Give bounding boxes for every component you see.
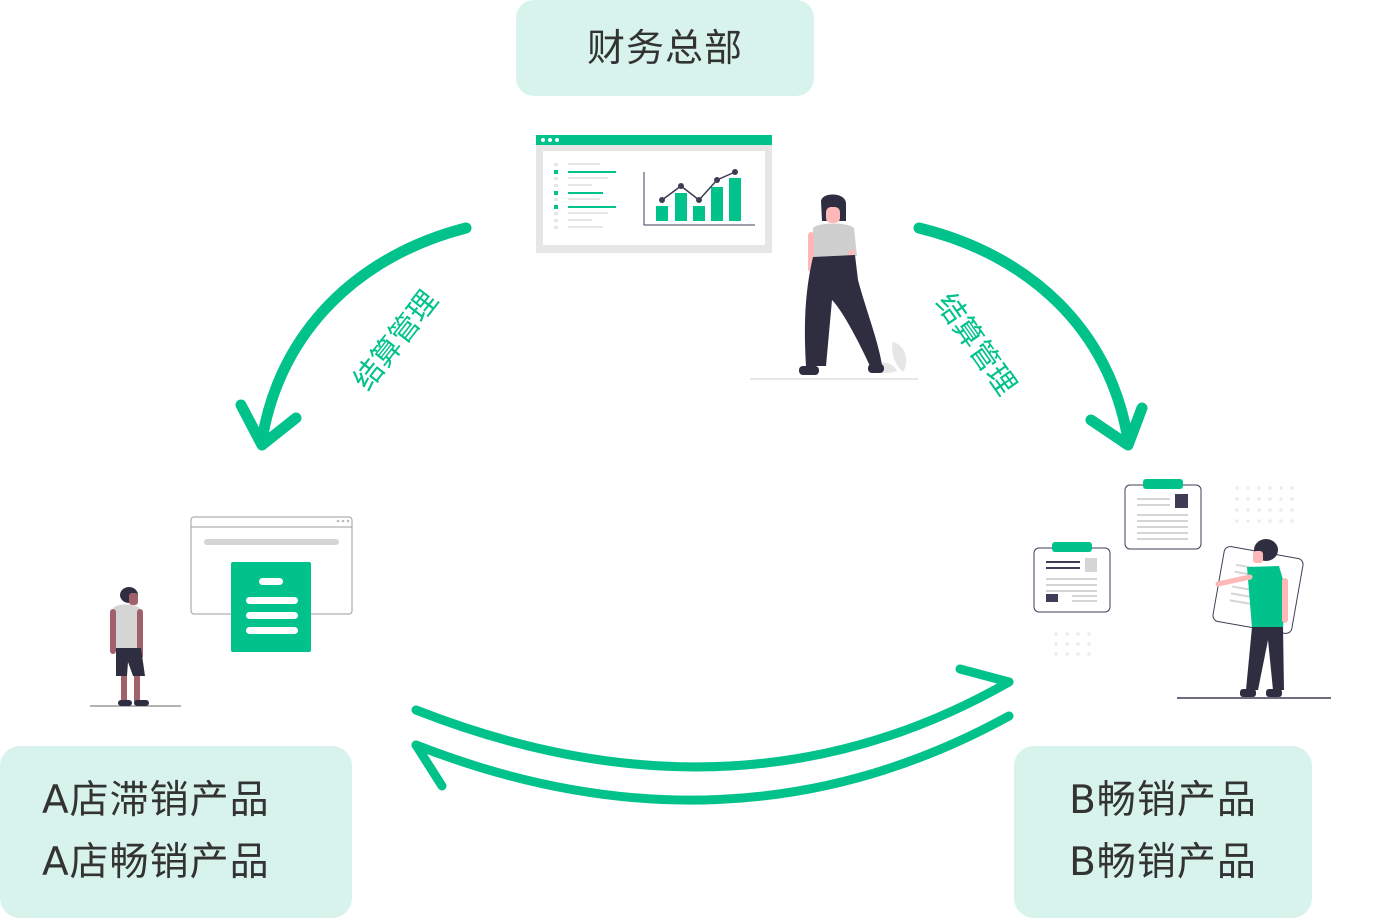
mini-chart <box>643 169 755 226</box>
store-a-node: A店滞销产品 A店畅销产品 <box>0 746 352 918</box>
window-dot-icon <box>541 138 545 142</box>
woman-illustration <box>750 194 918 380</box>
headquarters-node: 财务总部 <box>516 0 814 96</box>
headquarters-label: 财务总部 <box>586 26 743 70</box>
list-lines <box>554 163 616 229</box>
window-dot-icon <box>548 138 552 142</box>
arrow-hq-to-left <box>235 222 472 451</box>
man-viewing-window-illustration <box>90 516 353 707</box>
store-b-node: B畅销产品 B畅销产品 <box>1014 746 1312 918</box>
dashboard-illustration <box>536 135 772 253</box>
man-with-documents-illustration <box>1033 479 1331 699</box>
store-a-line: A店畅销产品 <box>42 840 270 885</box>
arrow-hq-to-right <box>913 222 1148 451</box>
arrow-left-to-right <box>411 664 1014 772</box>
store-a-line: A店滞销产品 <box>42 778 270 823</box>
store-b-line: B畅销产品 <box>1069 778 1257 823</box>
window-dot-icon <box>555 138 559 142</box>
store-b-line: B畅销产品 <box>1069 840 1257 885</box>
arrow-right-to-left <box>411 711 1014 805</box>
